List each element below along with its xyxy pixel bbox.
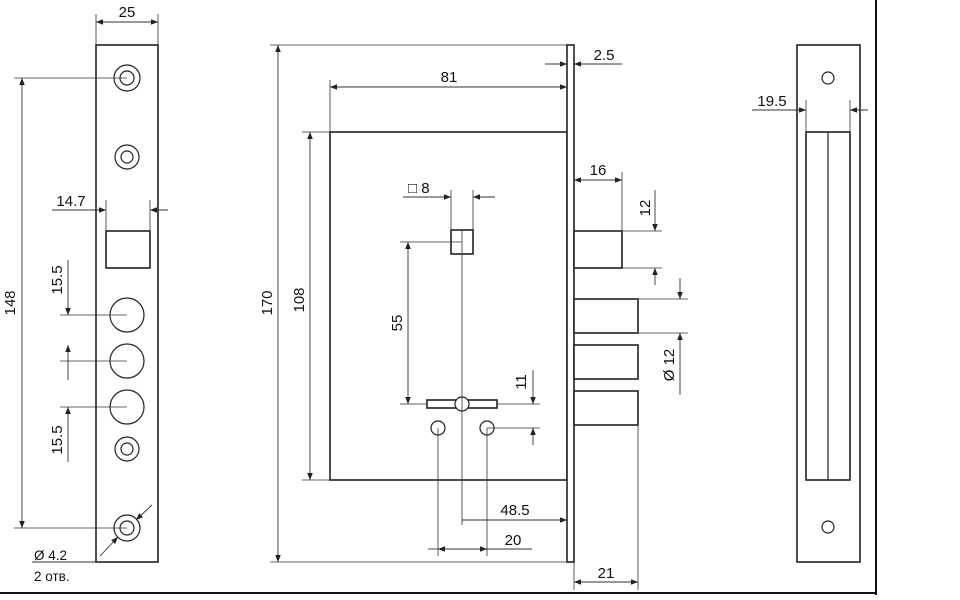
lock-body-view: 170 108 81 2.5 □ 8 55 11 (259, 44, 688, 590)
lock-faceplate (566, 44, 575, 563)
faceplate-outline (95, 44, 159, 563)
faceplate-screw-3 (114, 436, 140, 462)
dim-plate-height: 148 (2, 290, 19, 315)
latch-window (105, 230, 151, 269)
dim-screw-offset: 48.5 (500, 502, 529, 519)
dim-latch-projection: 16 (590, 162, 607, 179)
dim-bolt-spacing-top: 15.5 (49, 265, 66, 294)
deadbolt-3 (573, 390, 639, 426)
dim-key-offset: 11 (513, 374, 530, 390)
latch-bolt (573, 230, 623, 269)
lock-case (329, 131, 568, 481)
deadbolt-2 (573, 344, 639, 380)
dim-case-height: 108 (291, 287, 308, 312)
strike-screw-top (821, 71, 835, 85)
dim-overall-height: 170 (259, 290, 276, 315)
dim-strike-width: 19.5 (757, 93, 786, 110)
dim-hole-diameter: Ø 4.2 (34, 548, 67, 563)
dim-latch-height: 12 (637, 200, 654, 217)
dim-spindle-square: □ 8 (408, 180, 430, 197)
dim-screw-spacing: 20 (505, 532, 522, 549)
dim-faceplate-thickness: 2.5 (594, 47, 615, 64)
dim-bolt-projection: 21 (598, 565, 615, 582)
faceplate-view: 25 148 14.7 15.5 15.5 Ø 4.2 2 отв. (2, 4, 168, 584)
strike-plate-view: 19.5 (752, 44, 868, 563)
dim-plate-width: 25 (119, 4, 136, 21)
dim-bolt-spacing-bottom: 15.5 (49, 425, 66, 454)
strike-screw-bottom (821, 520, 835, 534)
dim-hole-count: 2 отв. (34, 569, 70, 584)
dim-bolt-diameter: Ø 12 (661, 349, 678, 382)
dim-spindle-to-key: 55 (389, 315, 406, 332)
dim-backset: 81 (441, 69, 458, 86)
deadbolt-1 (573, 298, 639, 334)
faceplate-screw-2 (114, 144, 140, 170)
dim-latch-window-width: 14.7 (56, 193, 85, 210)
